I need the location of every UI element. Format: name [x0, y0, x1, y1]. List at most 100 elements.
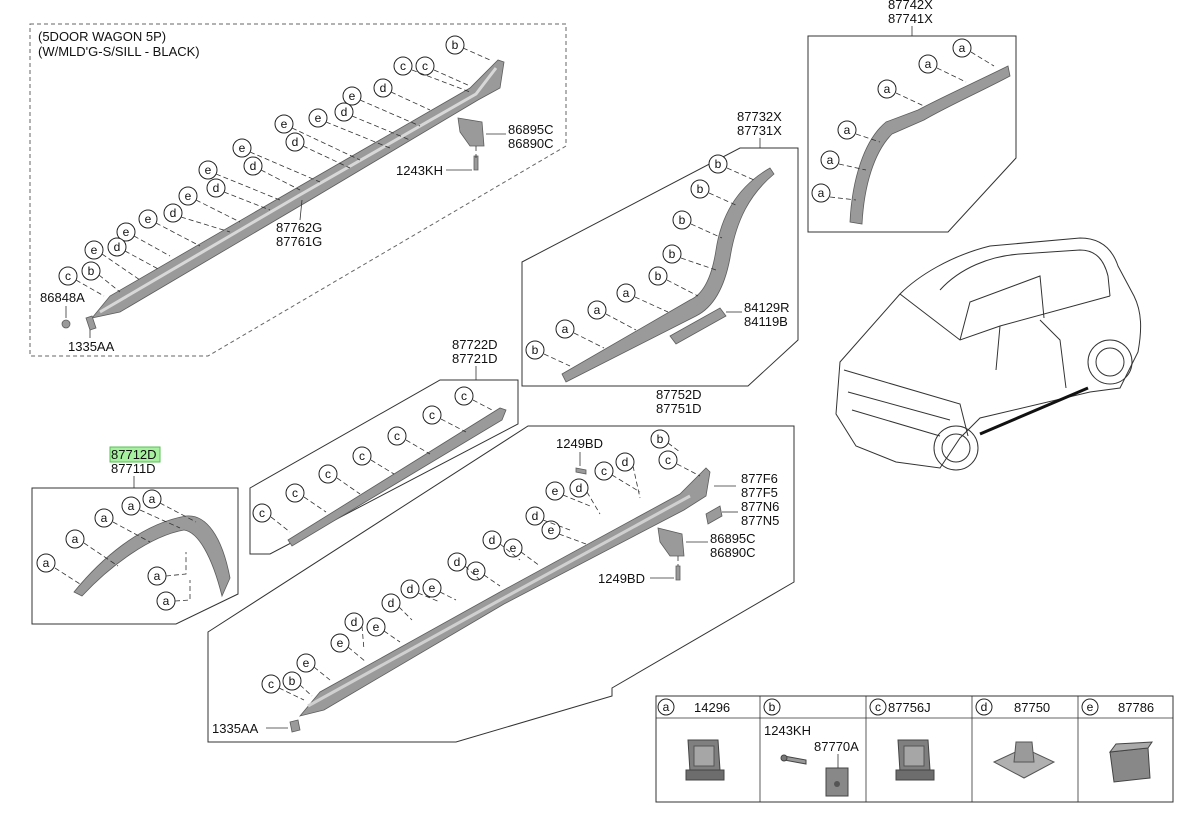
- svg-text:d: d: [351, 615, 358, 629]
- svg-text:d: d: [341, 105, 348, 119]
- rear-door-moulding-shape: [561, 167, 775, 383]
- svg-text:b: b: [669, 247, 676, 261]
- car-front-hub: [941, 433, 971, 463]
- callout-c: c: [285, 483, 305, 503]
- svg-text:b: b: [657, 432, 664, 446]
- legend-letter-c: c: [869, 698, 887, 716]
- svg-text:c: c: [429, 408, 435, 422]
- label-87722D: 87722D: [452, 337, 498, 352]
- svg-text:e: e: [315, 111, 322, 125]
- callout-group-side-sill: b c c d e d d e d e d e d e d e d e e c …: [261, 429, 678, 694]
- label-1249BD-top: 1249BD: [556, 436, 603, 451]
- callout-b: c: [252, 503, 272, 523]
- callout-d: d: [334, 102, 354, 122]
- legend-part-b1: 1243KH: [764, 723, 811, 738]
- end-clip-shape: [61, 319, 71, 329]
- tape-shape: [669, 307, 727, 345]
- clip-c-icon: [895, 739, 935, 781]
- svg-text:a: a: [884, 82, 891, 96]
- svg-text:b: b: [532, 343, 539, 357]
- svg-text:c: c: [259, 506, 265, 520]
- callout-group-front-arch: a a a a a a a: [36, 489, 176, 611]
- svg-text:c: c: [422, 59, 428, 73]
- svg-text:c: c: [400, 59, 406, 73]
- group-door-moulding: 87722D 87721D c c c c c c c: [249, 337, 519, 555]
- svg-text:e: e: [185, 189, 192, 203]
- door-moulding-shape: [287, 407, 507, 547]
- frame: [807, 35, 1017, 233]
- callout-a: a: [616, 283, 636, 303]
- label-87751D: 87751D: [656, 401, 702, 416]
- legend-letter-a: a: [657, 698, 675, 716]
- svg-text:e: e: [552, 484, 559, 498]
- callout-e: e: [466, 561, 486, 581]
- callout-b: b: [690, 179, 710, 199]
- callout-c: c: [594, 461, 614, 481]
- legend-letter-d: d: [975, 698, 993, 716]
- svg-text:e: e: [349, 89, 356, 103]
- svg-text:a: a: [43, 556, 50, 570]
- svg-text:a: a: [72, 532, 79, 546]
- callout-d: d: [381, 593, 401, 613]
- label-1335AA: 1335AA: [68, 339, 115, 354]
- callout-a: a: [94, 508, 114, 528]
- svg-text:b: b: [697, 182, 704, 196]
- label-877F5: 877F5: [741, 485, 778, 500]
- callout-d: d: [107, 237, 127, 257]
- svg-text:d: d: [380, 81, 387, 95]
- svg-text:e: e: [473, 564, 480, 578]
- frame: [249, 379, 519, 555]
- label-84129R: 84129R: [744, 300, 790, 315]
- svg-text:a: a: [663, 700, 670, 714]
- callout-group-door-moulding: c c c c c c c: [252, 386, 474, 523]
- pad-shape: [705, 505, 723, 525]
- legend-table: a b c d e 14296 87756J 87750 87786 1243K…: [655, 695, 1174, 803]
- bolt-bottom-shape: [675, 565, 681, 581]
- svg-text:d: d: [981, 700, 988, 714]
- callout-c: c: [415, 56, 435, 76]
- svg-text:b: b: [769, 700, 776, 714]
- svg-text:e: e: [337, 636, 344, 650]
- callout-e: e: [296, 653, 316, 673]
- callout-b: b: [81, 261, 101, 281]
- callout-b: b: [525, 340, 545, 360]
- svg-text:c: c: [359, 449, 365, 463]
- legend-part-c: 87756J: [888, 700, 931, 715]
- svg-text:c: c: [292, 486, 298, 500]
- callout-e: e: [545, 481, 565, 501]
- svg-text:b: b: [289, 674, 296, 688]
- label-87732X: 87732X: [737, 109, 782, 124]
- label-84119B: 84119B: [744, 314, 788, 329]
- callout-a: a: [837, 120, 857, 140]
- callout-c: c: [318, 464, 338, 484]
- callout-d: d: [206, 178, 226, 198]
- callout-d: d: [163, 203, 183, 223]
- callout-a: a: [555, 319, 575, 339]
- callout-b: b: [648, 266, 668, 286]
- car-rear-hub: [1095, 347, 1125, 377]
- group-front-arch: 87712D 87711D a a a a a a a: [31, 446, 239, 625]
- legend-letters: a b c d e: [657, 698, 1099, 716]
- svg-text:a: a: [163, 594, 170, 608]
- callout-d: d: [569, 478, 589, 498]
- svg-text:c: c: [665, 453, 671, 467]
- bolt-top-shape: [575, 467, 587, 475]
- label-877F6: 877F6: [741, 471, 778, 486]
- clip-e-icon: [1108, 741, 1153, 783]
- svg-text:a: a: [827, 153, 834, 167]
- sill-highlight: [99, 67, 498, 314]
- label-87741X: 87741X: [888, 11, 933, 26]
- svg-text:b: b: [715, 157, 722, 171]
- frame: [521, 147, 799, 387]
- label-87721D: 87721D: [452, 351, 498, 366]
- svg-text:c: c: [65, 269, 71, 283]
- callout-c: c: [658, 450, 678, 470]
- group-top-sill: (5DOOR WAGON 5P) (W/MLD'G-S/SILL - BLACK…: [29, 23, 567, 357]
- svg-text:c: c: [394, 429, 400, 443]
- car-grille: [843, 369, 969, 437]
- svg-text:d: d: [407, 582, 414, 596]
- callout-e: e: [308, 108, 328, 128]
- svg-text:b: b: [655, 269, 662, 283]
- callout-a: a: [811, 183, 831, 203]
